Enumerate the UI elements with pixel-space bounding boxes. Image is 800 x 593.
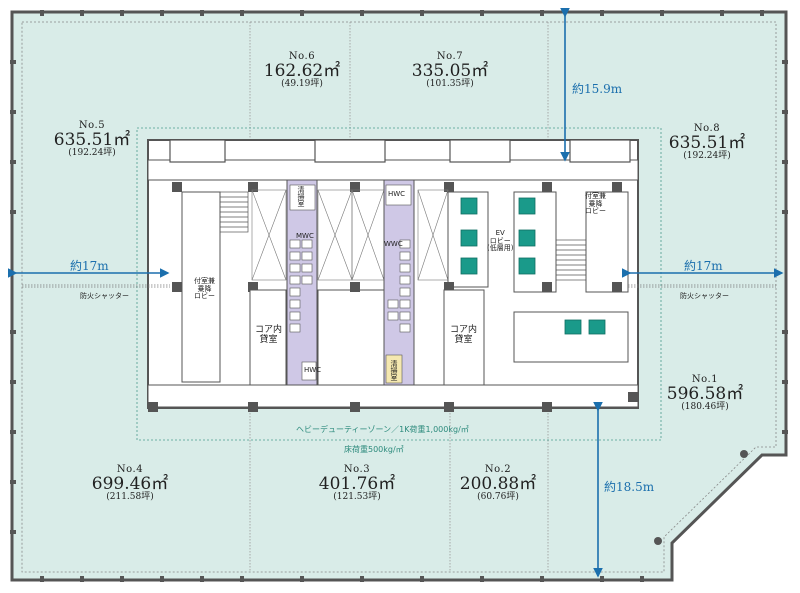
hwc-label-bottom: HWC [304, 366, 322, 374]
core-rental-label-right: コア内 貸室 [450, 325, 478, 345]
core-corridor-bottom [147, 384, 639, 408]
unit-area: 635.51㎡ [668, 132, 746, 153]
elevators [460, 197, 606, 335]
cleaning-room-label-bottom: 清掃室 [390, 360, 398, 381]
unit-area: 635.51㎡ [53, 129, 131, 150]
core-rooms [181, 191, 629, 386]
unit-number: No.2 [484, 464, 512, 475]
unit-tsubo: (211.58坪) [106, 492, 154, 503]
fire-shutter-lines [22, 284, 776, 288]
core-rental-room-left [249, 289, 287, 386]
unit-area: 335.05㎡ [411, 60, 489, 81]
dimension-top: 約15.9m [572, 82, 623, 96]
wwc-label: WWC [384, 240, 403, 248]
ev-lobby-label: EV ロビー (低層用) [487, 229, 514, 253]
toilet-stalls [289, 184, 412, 384]
unit-number: No.1 [691, 374, 719, 385]
heavy-duty-zone-label: ヘビーデューティーゾーン／1K荷重1,000kg/㎡ [296, 425, 469, 434]
fire-shutter-label-right: 防火シャッター [680, 292, 729, 300]
emergency-lobby-label-right: 付室兼 乗降 ロビー [585, 192, 606, 216]
unit-tsubo: (192.24坪) [683, 151, 731, 162]
unit-label-no7: No.7 335.05㎡ (101.35坪) [411, 51, 489, 90]
unit-area: 699.46㎡ [91, 473, 169, 494]
unit-label-no6: No.6 162.62㎡ (49.19坪) [263, 51, 341, 90]
dimension-bottom: 約18.5m [604, 480, 655, 494]
perimeter-columns [10, 10, 788, 582]
round-column [740, 450, 748, 458]
partition-lines [249, 22, 549, 572]
unit-label-no2: No.2 200.88㎡ (60.76坪) [459, 464, 537, 503]
core-top-rooms [169, 139, 631, 163]
dimension-left: 約17m [70, 259, 109, 273]
unit-tsubo: (101.35坪) [426, 79, 474, 90]
unit-area: 596.58㎡ [666, 383, 744, 404]
dimension-arrows [8, 8, 784, 578]
fire-shutter-label-left: 防火シャッター [80, 292, 129, 300]
unit-number: No.6 [288, 51, 316, 62]
hwc-label-top: HWC [388, 190, 406, 198]
unit-area: 162.62㎡ [263, 60, 341, 81]
unit-number: No.7 [436, 51, 464, 62]
unit-tsubo: (180.46坪) [681, 402, 729, 413]
dimension-right: 約17m [684, 259, 723, 273]
core-corridor-top [147, 159, 639, 181]
floor-load-label: 床荷重500kg/㎡ [344, 445, 404, 454]
unit-label-no8: No.8 635.51㎡ (192.24坪) [668, 123, 746, 162]
unit-label-no3: No.3 401.76㎡ (121.53坪) [318, 464, 396, 503]
shafts [251, 189, 449, 281]
core-rental-room-right [443, 289, 485, 386]
unit-label-no4: No.4 699.46㎡ (211.58坪) [91, 464, 169, 503]
unit-area: 200.88㎡ [459, 473, 537, 494]
unit-label-no5: No.5 635.51㎡ (192.24坪) [53, 120, 131, 159]
unit-number: No.4 [116, 464, 144, 475]
unit-tsubo: (121.53坪) [333, 492, 381, 503]
unit-area: 401.76㎡ [318, 473, 396, 494]
unit-tsubo: (192.24坪) [68, 148, 116, 159]
core-rental-label-left: コア内 貸室 [255, 325, 283, 345]
round-column [654, 537, 662, 545]
unit-tsubo: (60.76坪) [477, 492, 519, 503]
unit-number: No.5 [78, 120, 106, 131]
inner-perimeter [21, 21, 777, 573]
unit-number: No.8 [693, 123, 721, 134]
stair-left [219, 191, 249, 233]
cleaning-room-label-top: 清掃室 [297, 186, 305, 207]
unit-tsubo: (49.19坪) [281, 79, 323, 90]
mwc-label: MWC [296, 232, 314, 240]
heavy-duty-zone-border [136, 127, 662, 441]
unit-number: No.3 [343, 464, 371, 475]
unit-label-no1: No.1 596.58㎡ (180.46坪) [666, 374, 744, 413]
emergency-lobby-label-left: 付室兼 乗降 ロビー [194, 277, 215, 301]
